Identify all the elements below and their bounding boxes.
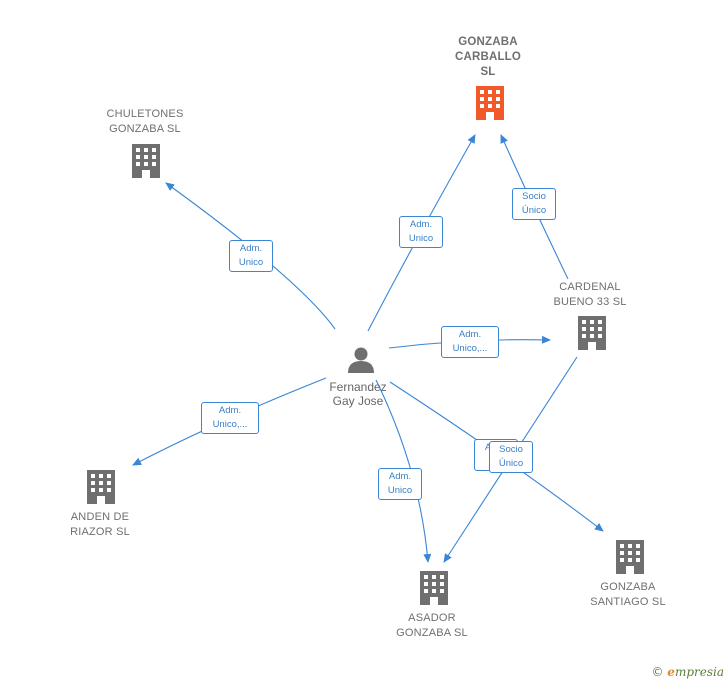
brand-initial: e [667, 665, 675, 679]
edge-label[interactable]: Socio Único [512, 188, 556, 220]
building-icon[interactable] [616, 540, 644, 574]
edge-person-to-chuletones-gonzaba [165, 182, 336, 330]
company-name-chuletones-gonzaba[interactable]: CHULETONES GONZABA SL [106, 108, 184, 135]
building-icon[interactable] [87, 470, 115, 504]
building-icon[interactable] [132, 144, 160, 178]
brand-name: mpresia [674, 665, 724, 679]
footer-brand: © empresia [651, 665, 724, 679]
company-name-gonzaba-carballo[interactable]: GONZABA CARBALLO SL [454, 35, 522, 78]
building-icon[interactable] [420, 571, 448, 605]
edge-label[interactable]: Adm. Unico,... [441, 326, 499, 358]
nodes [87, 86, 644, 605]
edge-label[interactable]: Adm. Unico [378, 468, 422, 500]
company-name-anden-riazor[interactable]: ANDEN DE RIAZOR SL [70, 511, 130, 538]
person-name[interactable]: Fernandez Gay Jose [329, 380, 387, 408]
building-icon[interactable] [578, 316, 606, 350]
copyright-icon: © [651, 665, 664, 679]
company-name-asador-gonzaba[interactable]: ASADOR GONZABA SL [396, 612, 468, 639]
person-icon[interactable] [348, 347, 374, 374]
company-name-cardenal-bueno[interactable]: CARDENAL BUENO 33 SL [553, 281, 627, 308]
building-icon[interactable] [476, 86, 504, 120]
edge-label[interactable]: Adm. Unico [399, 216, 443, 248]
edge-label[interactable]: Socio Único [489, 441, 533, 473]
edge-label[interactable]: Adm. Unico,... [201, 402, 259, 434]
company-name-gonzaba-santiago[interactable]: GONZABA SANTIAGO SL [590, 581, 666, 608]
edge-label[interactable]: Adm. Unico [229, 240, 273, 272]
